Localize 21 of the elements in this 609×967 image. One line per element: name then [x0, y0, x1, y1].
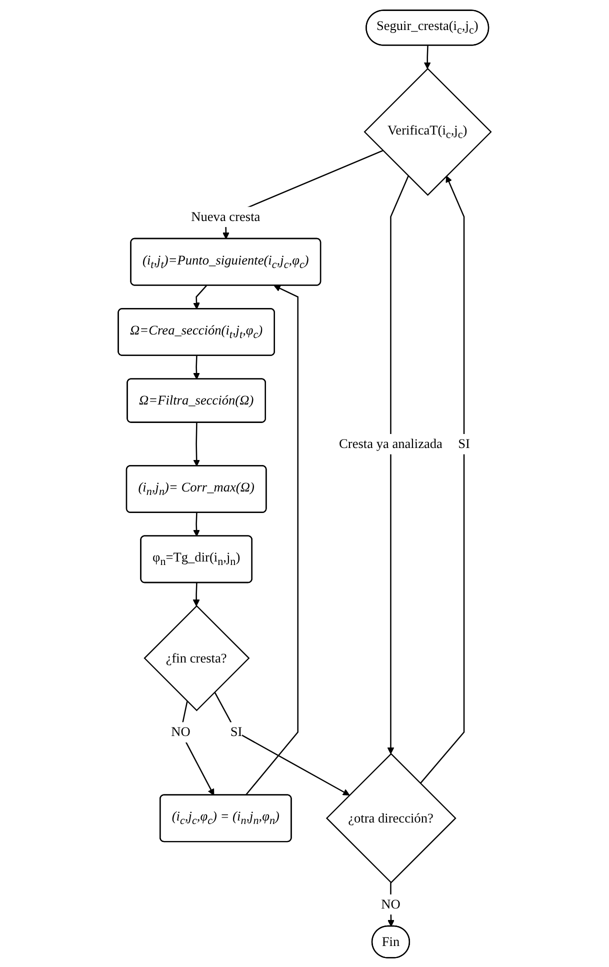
arrow [192, 355, 200, 380]
edge-label: NO [381, 896, 400, 912]
arrow [245, 284, 298, 796]
node-diamond: ¿fin cresta? [144, 604, 250, 711]
arrow [387, 882, 394, 926]
edge-label: Nueva cresta [191, 208, 260, 224]
arrow [192, 284, 207, 309]
edge-label: SI [458, 436, 470, 451]
edge-label: Cresta ya analizada [338, 436, 442, 451]
arrow [192, 582, 200, 606]
edge-label: SI [230, 724, 242, 739]
arrow [180, 700, 214, 796]
arrow [420, 175, 465, 784]
arrow [387, 175, 409, 754]
node-diamond: VerificaT(i$_{c}$,j$_{c}$) [364, 67, 492, 196]
arrow [214, 691, 350, 795]
arrow [192, 512, 200, 536]
arrow [424, 45, 431, 68]
node-diamond: ¿otra dirección? [326, 752, 456, 883]
edge-label: NO [171, 724, 190, 739]
arrow [193, 422, 200, 466]
